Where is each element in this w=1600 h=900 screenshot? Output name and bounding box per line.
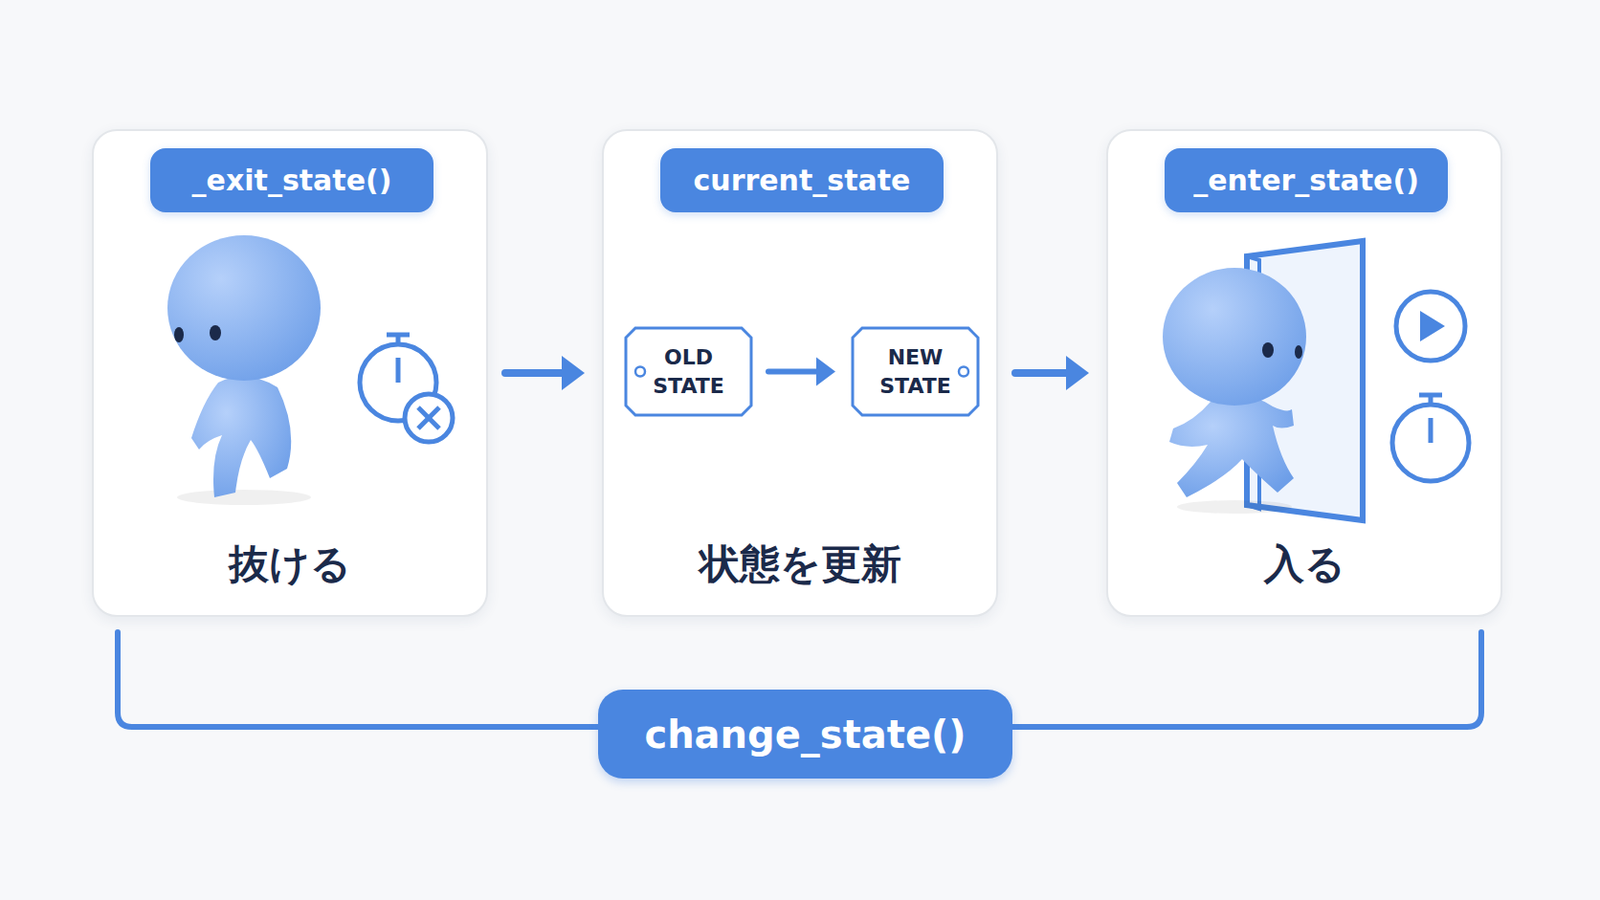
function-pill: current_state <box>660 148 944 213</box>
function-name: current_state <box>693 163 912 198</box>
play-icon <box>1396 291 1466 361</box>
function-name: change_state() <box>644 712 966 757</box>
step-card: 入る _enter_state() <box>1106 129 1503 618</box>
flow-arrow <box>768 357 836 387</box>
state-tag: OLD STATE <box>623 326 754 418</box>
flow-arrow <box>1015 355 1089 391</box>
tag-outline <box>623 326 754 418</box>
walking-figure <box>167 235 321 506</box>
step-label: 状態を更新 <box>603 537 997 592</box>
function-name: _exit_state() <box>192 163 393 198</box>
step-label: 入る <box>1108 537 1501 592</box>
stopwatch-icon <box>1392 395 1469 482</box>
step-label: 抜ける <box>93 537 487 592</box>
entering-figure <box>1162 267 1307 514</box>
function-pill: _exit_state() <box>150 148 434 213</box>
stopwatch-cancel-icon <box>359 334 453 443</box>
step-card: 抜ける _exit_state() <box>91 129 489 618</box>
flow-arrow <box>505 355 585 391</box>
function-name: _enter_state() <box>1193 163 1420 198</box>
door <box>1246 241 1363 521</box>
bracket <box>117 632 1482 728</box>
function-pill: _enter_state() <box>1164 148 1448 213</box>
step-card: 状態を更新 current_stateOLD STATE NEW STATE <box>601 129 999 618</box>
state-tag: NEW STATE <box>850 326 980 418</box>
state-label: NEW STATE <box>877 343 955 401</box>
tag-outline <box>850 326 980 418</box>
state-label: OLD STATE <box>650 343 728 401</box>
function-pill: change_state() <box>598 689 1013 779</box>
